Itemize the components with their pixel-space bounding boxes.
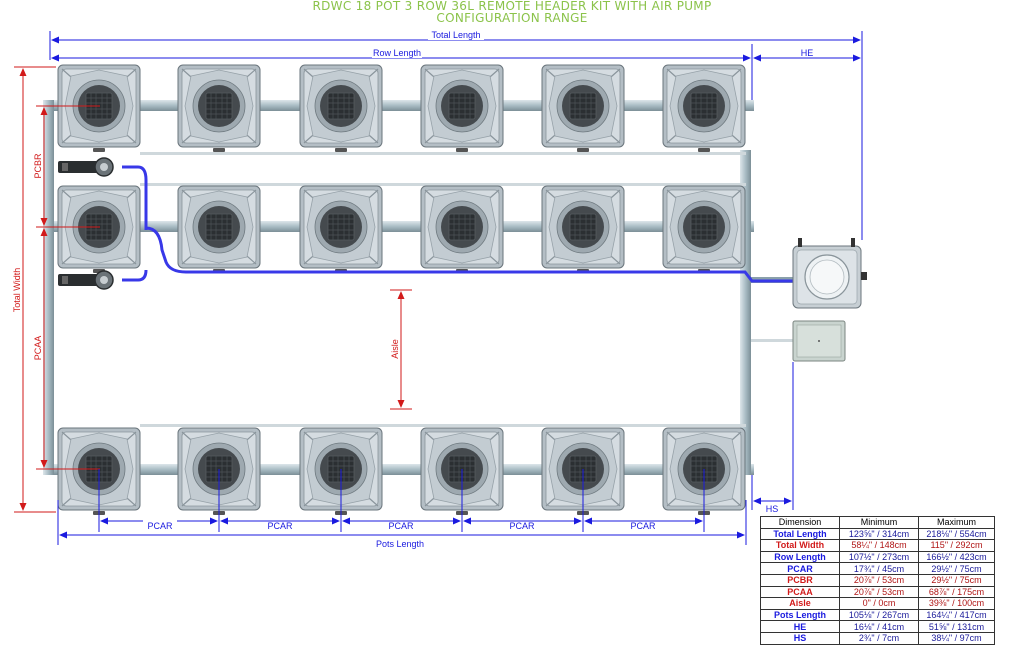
- header-minimum: Minimum: [839, 516, 919, 529]
- dimension-name: Total Length: [760, 527, 840, 541]
- pot-r1-c3: [299, 64, 383, 153]
- dimension-max: 164¼" / 417cm: [918, 608, 995, 622]
- dimension-max: 29½" / 75cm: [918, 562, 995, 575]
- row-length-label: Row Length: [373, 48, 421, 58]
- pcar-label-1: PCAR: [147, 521, 173, 531]
- dimension-min: 0" / 0cm: [839, 597, 919, 610]
- pot-r1-c1: [57, 64, 141, 153]
- title-line-2: CONFIGURATION RANGE: [436, 11, 588, 25]
- dimension-max: 166½" / 423cm: [918, 550, 995, 564]
- dimension-name: PCAA: [760, 585, 840, 599]
- pot-r2-c3: [299, 185, 383, 274]
- total-length-label: Total Length: [431, 30, 480, 40]
- dimension-min: 123⅝" / 314cm: [839, 527, 919, 541]
- dimension-name: Aisle: [760, 597, 840, 610]
- dimension-max: 29½" / 75cm: [918, 573, 995, 587]
- pcbr-label: PCBR: [33, 153, 43, 179]
- pot-r2-c5: [541, 185, 625, 274]
- pcar-label-2: PCAR: [267, 521, 293, 531]
- pcar-label-5: PCAR: [630, 521, 656, 531]
- dimension-max: 218⅛" / 554cm: [918, 527, 995, 541]
- pot-r2-c6: [662, 185, 746, 274]
- dimension-max: 38¼" / 97cm: [918, 631, 995, 645]
- dimension-min: 16⅛" / 41cm: [839, 620, 919, 633]
- header-maximum: Maximum: [918, 516, 995, 529]
- air-line-main: [145, 226, 793, 283]
- air-connector-upper: [58, 157, 114, 177]
- dimension-name: Pots Length: [760, 608, 840, 622]
- dimension-max: 51⅝" / 131cm: [918, 620, 995, 633]
- air-line-lower: [122, 269, 148, 282]
- pcar-label-4: PCAR: [509, 521, 535, 531]
- dimension-name: HE: [760, 620, 840, 633]
- dimension-name: Row Length: [760, 550, 840, 564]
- dimension-min: 58¼" / 148cm: [839, 539, 919, 552]
- pot-r1-c2: [177, 64, 261, 153]
- dimension-min: 107½" / 273cm: [839, 550, 919, 564]
- pot-r1-c5: [541, 64, 625, 153]
- feed-line-row-1: [140, 152, 746, 155]
- air-lines: [122, 165, 793, 283]
- diagram-title: RDWC 18 POT 3 ROW 36L REMOTE HEADER KIT …: [0, 0, 1024, 24]
- dimension-min: 20⅞" / 53cm: [839, 573, 919, 587]
- he-label: HE: [801, 48, 814, 58]
- dimension-min: 20⅞" / 53cm: [839, 585, 919, 599]
- header-link-line: [751, 339, 793, 342]
- return-pipe-row-2: [48, 221, 754, 232]
- right-manifold-pipe: [740, 150, 751, 475]
- air-connectors: [58, 157, 114, 290]
- pot-r1-c6: [662, 64, 746, 153]
- dimension-table-header: Dimension Minimum Maximum: [760, 516, 995, 529]
- pot-r2-c4: [420, 185, 504, 274]
- pot-r1-c4: [420, 64, 504, 153]
- left-manifold-pipe: [43, 100, 54, 475]
- pipe-network: [43, 100, 793, 475]
- total-width-label: Total Width: [12, 268, 22, 313]
- dimension-min: 2¾" / 7cm: [839, 631, 919, 645]
- dimension-max: 68⅞" / 175cm: [918, 585, 995, 599]
- feed-line-row-3: [140, 424, 746, 427]
- dimension-max: 39⅜" / 100cm: [918, 597, 995, 610]
- dimension-max: 115" / 292cm: [918, 539, 995, 552]
- dimension-min: 105⅛" / 267cm: [839, 608, 919, 622]
- header-dimension: Dimension: [760, 516, 840, 529]
- dimension-labels: Total Length Row Length HE HS Total Widt…: [12, 30, 813, 549]
- aisle-label: Aisle: [390, 339, 400, 359]
- dimension-min: 17¾" / 45cm: [839, 562, 919, 575]
- pot-r2-c2: [177, 185, 261, 274]
- air-line-upper: [122, 165, 148, 230]
- pot-r2-c1: [57, 185, 141, 274]
- return-pipe-row-1: [48, 100, 754, 111]
- pcaa-label: PCAA: [33, 336, 43, 361]
- hs-label: HS: [766, 504, 779, 514]
- pots-length-label: Pots Length: [376, 539, 424, 549]
- feed-line-row-2: [140, 183, 746, 186]
- dimension-name: PCBR: [760, 573, 840, 587]
- remote-header-tank: [792, 238, 867, 309]
- dimension-name: Total Width: [760, 539, 840, 552]
- air-connector-lower: [58, 270, 114, 290]
- dimension-name: HS: [760, 631, 840, 645]
- pcar-label-3: PCAR: [388, 521, 414, 531]
- return-pipe-row-3: [48, 464, 754, 475]
- title-line-1: RDWC 18 POT 3 ROW 36L REMOTE HEADER KIT …: [312, 0, 712, 13]
- dimension-name: PCAR: [760, 562, 840, 575]
- air-pump: [792, 320, 846, 362]
